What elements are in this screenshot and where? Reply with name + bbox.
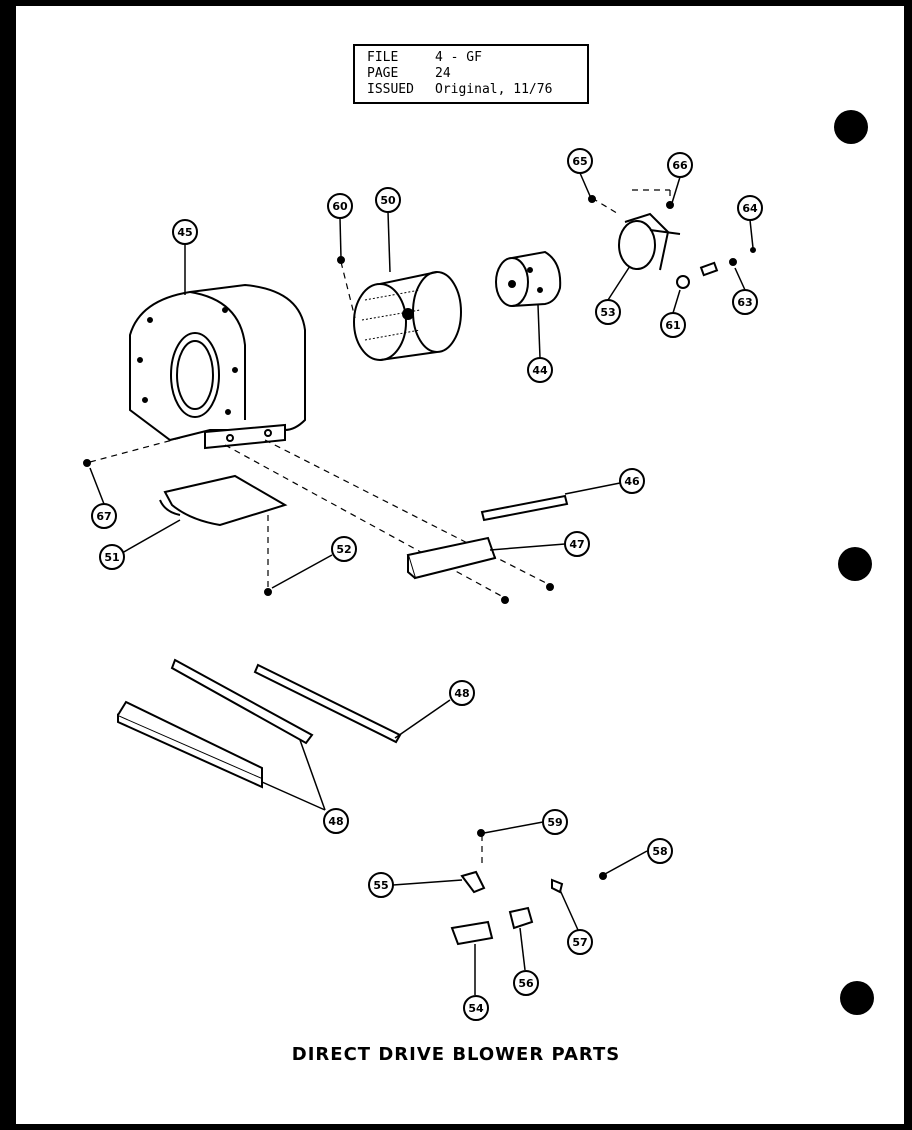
callout-55: 55	[368, 872, 394, 898]
callout-64-label: 64	[742, 202, 758, 215]
callout-53-label: 53	[600, 306, 615, 319]
callout-52-label: 52	[336, 543, 351, 556]
callout-46: 46	[619, 468, 645, 494]
callout-50: 50	[375, 187, 401, 213]
callout-64: 64	[737, 195, 763, 221]
binder-hole-middle	[838, 547, 872, 581]
file-info-box: FILE 4 - GF PAGE 24 ISSUED Original, 11/76	[353, 44, 589, 104]
callout-58-label: 58	[652, 845, 667, 858]
issued-row: ISSUED Original, 11/76	[367, 82, 552, 97]
callout-46-label: 46	[624, 475, 640, 488]
callout-51: 51	[99, 544, 125, 570]
page-row: PAGE 24	[367, 66, 451, 81]
callout-50-label: 50	[380, 194, 396, 207]
callout-59: 59	[542, 809, 568, 835]
page-value: 24	[435, 66, 451, 81]
callout-48-lower: 48	[323, 808, 349, 834]
callout-60: 60	[327, 193, 353, 219]
leader-lines	[89, 172, 754, 995]
callout-59-label: 59	[547, 816, 562, 829]
mounting-bracket	[159, 474, 288, 527]
callout-53: 53	[595, 299, 621, 325]
callout-67-label: 67	[96, 510, 111, 523]
callout-63: 63	[732, 289, 758, 315]
small-fittings	[450, 870, 564, 946]
binder-hole-bottom	[840, 981, 874, 1015]
rails	[117, 658, 402, 789]
callout-54-label: 54	[468, 1002, 484, 1015]
callout-57: 57	[567, 929, 593, 955]
callout-47-label: 47	[569, 538, 584, 551]
callout-51-label: 51	[104, 551, 119, 564]
callout-48-upper-label: 48	[454, 687, 469, 700]
file-label: FILE	[367, 50, 399, 65]
blower-wheel	[353, 271, 462, 361]
callout-57-label: 57	[572, 936, 587, 949]
callout-44: 44	[527, 357, 553, 383]
file-value: 4 - GF	[435, 50, 482, 65]
diagram-caption: DIRECT DRIVE BLOWER PARTS	[291, 1044, 621, 1065]
callout-52: 52	[331, 536, 357, 562]
strip-parts	[406, 494, 569, 580]
alignment-lines	[89, 189, 671, 868]
callout-60-label: 60	[332, 200, 348, 213]
callouts: 45 60 50 44 65 66 64 53 61 63 46 47 67 5…	[91, 148, 763, 1021]
callout-44-label: 44	[532, 364, 548, 377]
callout-48-lower-label: 48	[328, 815, 343, 828]
callout-56-label: 56	[518, 977, 534, 990]
blower-housing	[129, 283, 306, 450]
callout-45: 45	[172, 219, 198, 245]
issued-label: ISSUED	[367, 82, 414, 97]
issued-value: Original, 11/76	[435, 82, 553, 97]
callout-67: 67	[91, 503, 117, 529]
callout-58: 58	[647, 838, 673, 864]
callout-65: 65	[567, 148, 593, 174]
motor	[495, 250, 562, 307]
callout-63-label: 63	[737, 296, 752, 309]
file-row: FILE 4 - GF	[367, 50, 482, 65]
callout-61-label: 61	[665, 319, 680, 332]
callout-61: 61	[660, 312, 686, 338]
motor-mount	[618, 212, 737, 289]
page-label: PAGE	[367, 66, 399, 81]
callout-65-label: 65	[572, 155, 587, 168]
callout-47: 47	[564, 531, 590, 557]
callout-48-upper: 48	[449, 680, 475, 706]
callout-55-label: 55	[373, 879, 388, 892]
callout-66: 66	[667, 152, 693, 178]
callout-54: 54	[463, 995, 489, 1021]
callout-66-label: 66	[672, 159, 688, 172]
callout-45-label: 45	[177, 226, 192, 239]
callout-56: 56	[513, 970, 539, 996]
binder-hole-top	[834, 110, 868, 144]
